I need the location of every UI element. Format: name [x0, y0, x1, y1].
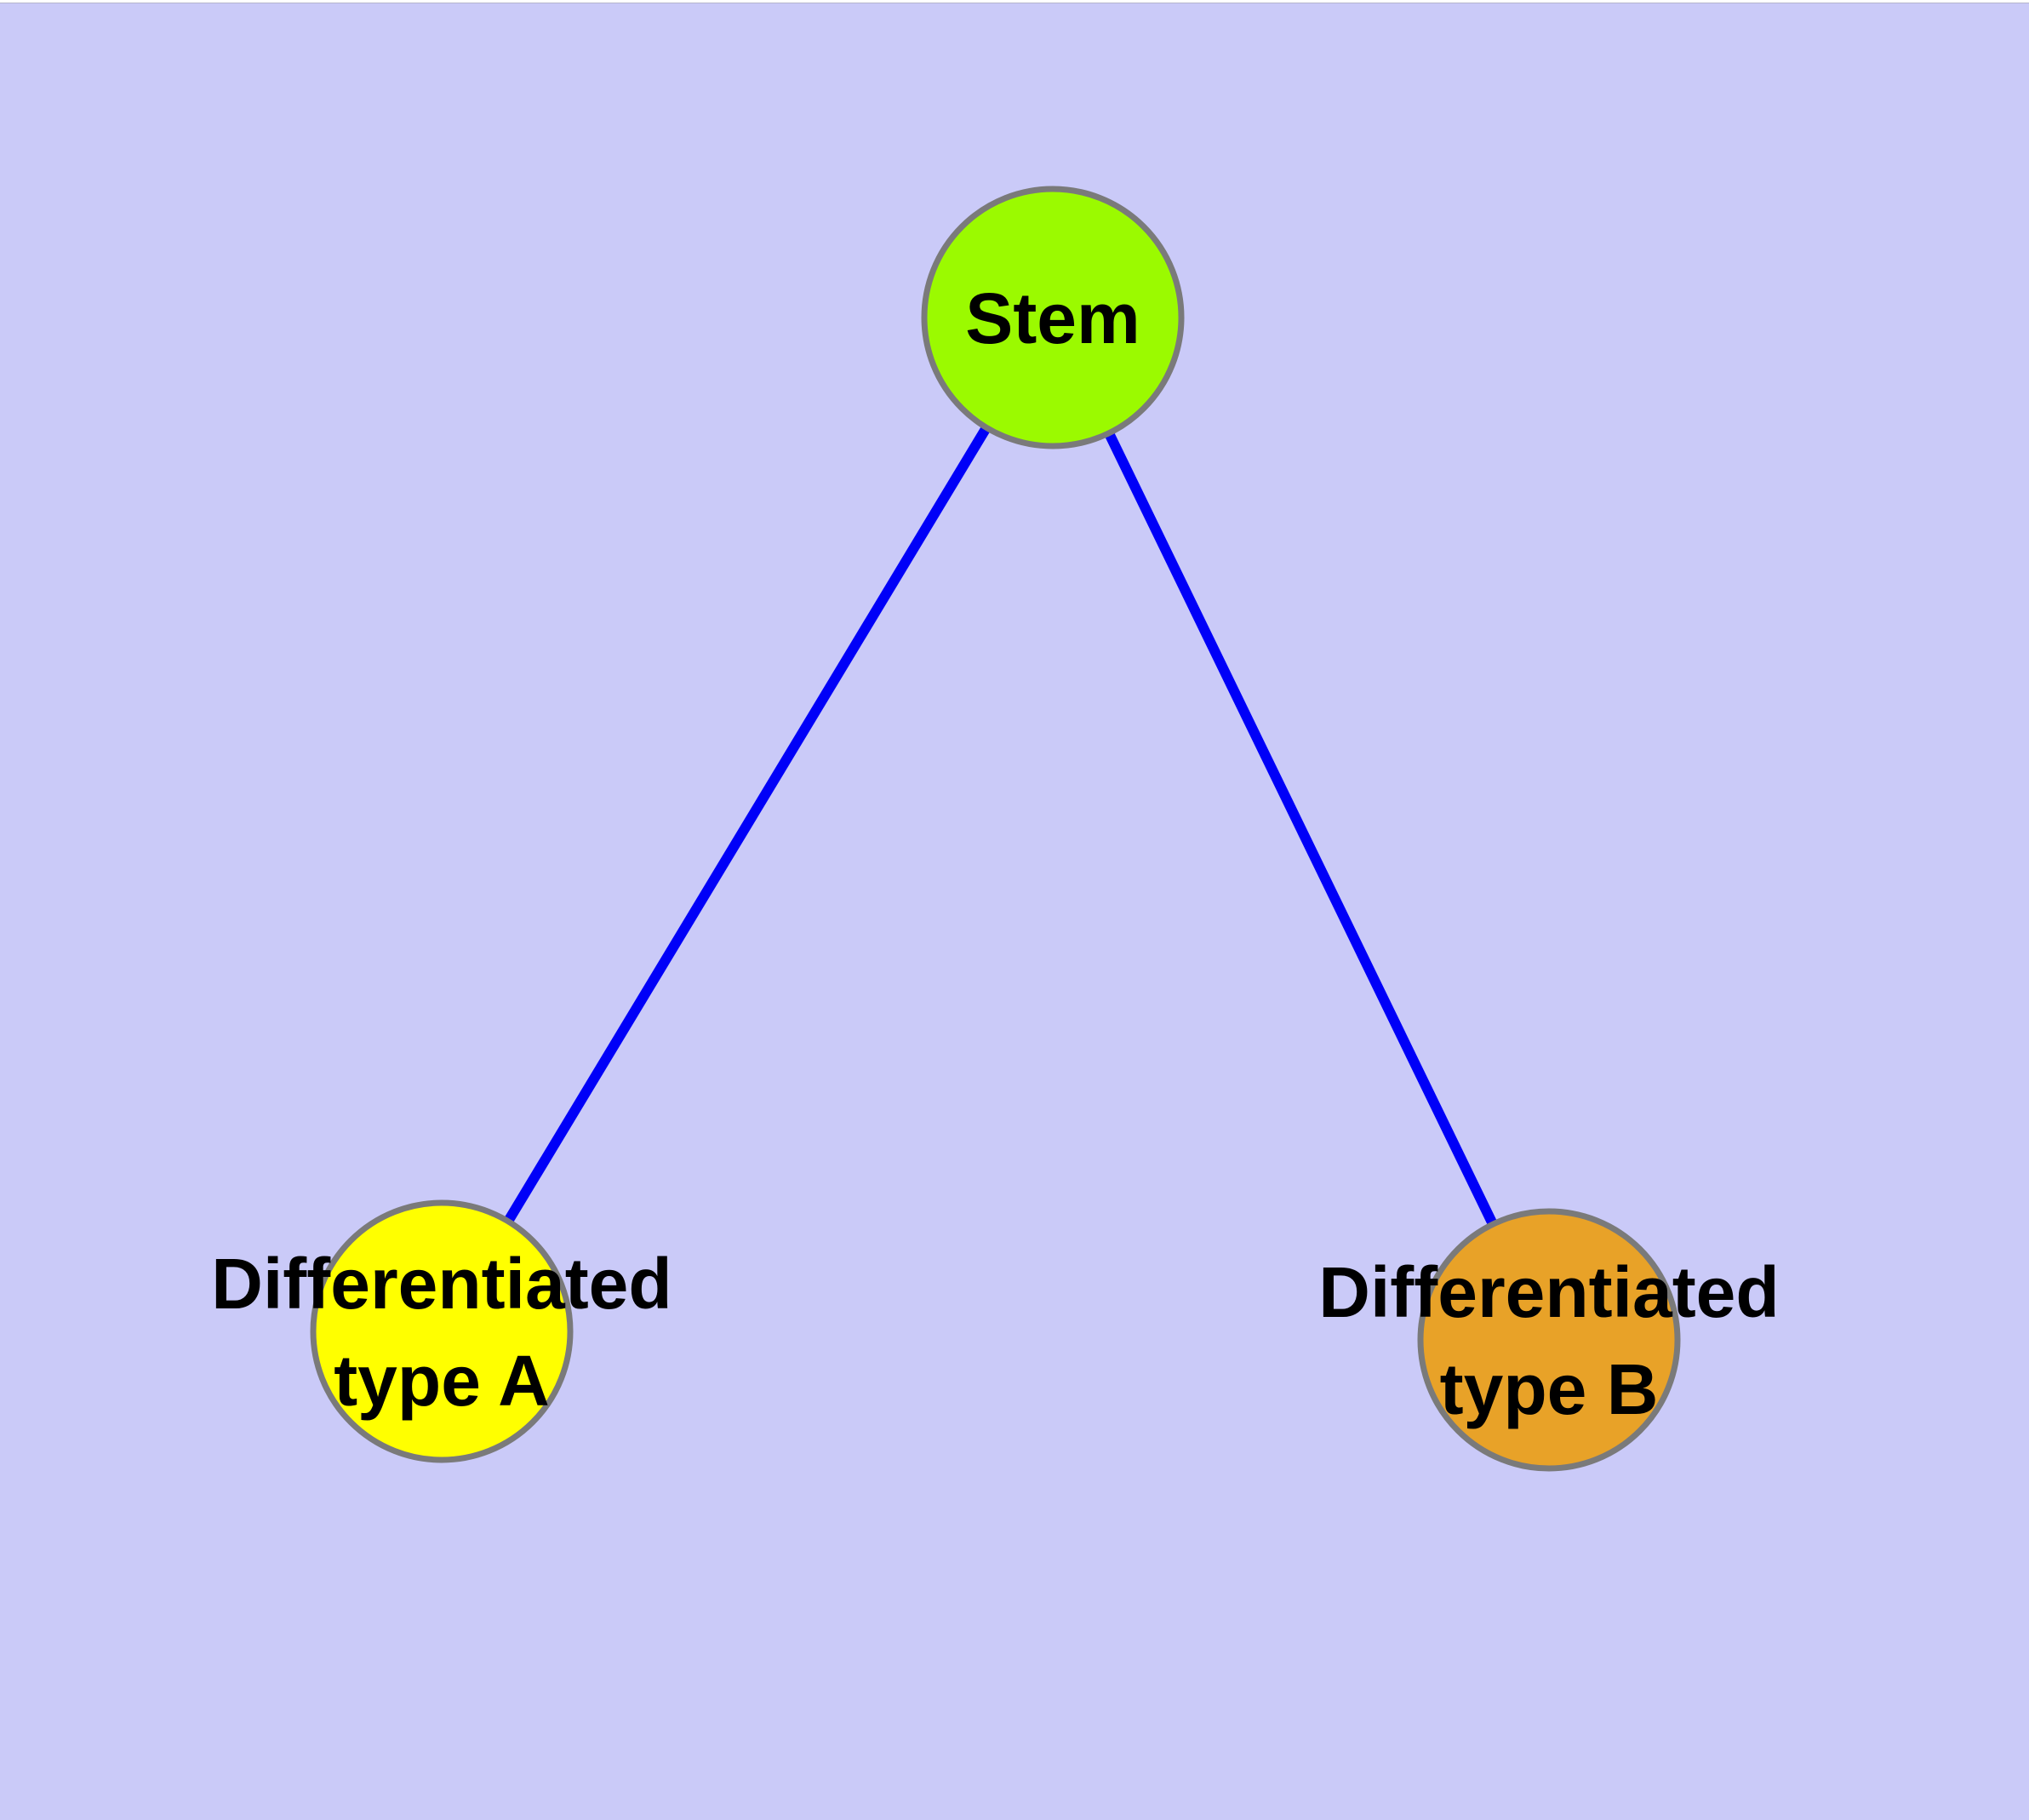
- window-top-edge: [0, 0, 2029, 3]
- node-stem: [921, 186, 1185, 449]
- node-differentiated-type-b: [1417, 1208, 1681, 1472]
- edge-stem-to-differentiated-type-a: [437, 314, 1058, 1335]
- node-label-stem: Stem: [965, 278, 1140, 358]
- edge-stem-to-differentiated-type-b: [1048, 315, 1554, 1342]
- node-differentiated-type-a: [310, 1199, 574, 1463]
